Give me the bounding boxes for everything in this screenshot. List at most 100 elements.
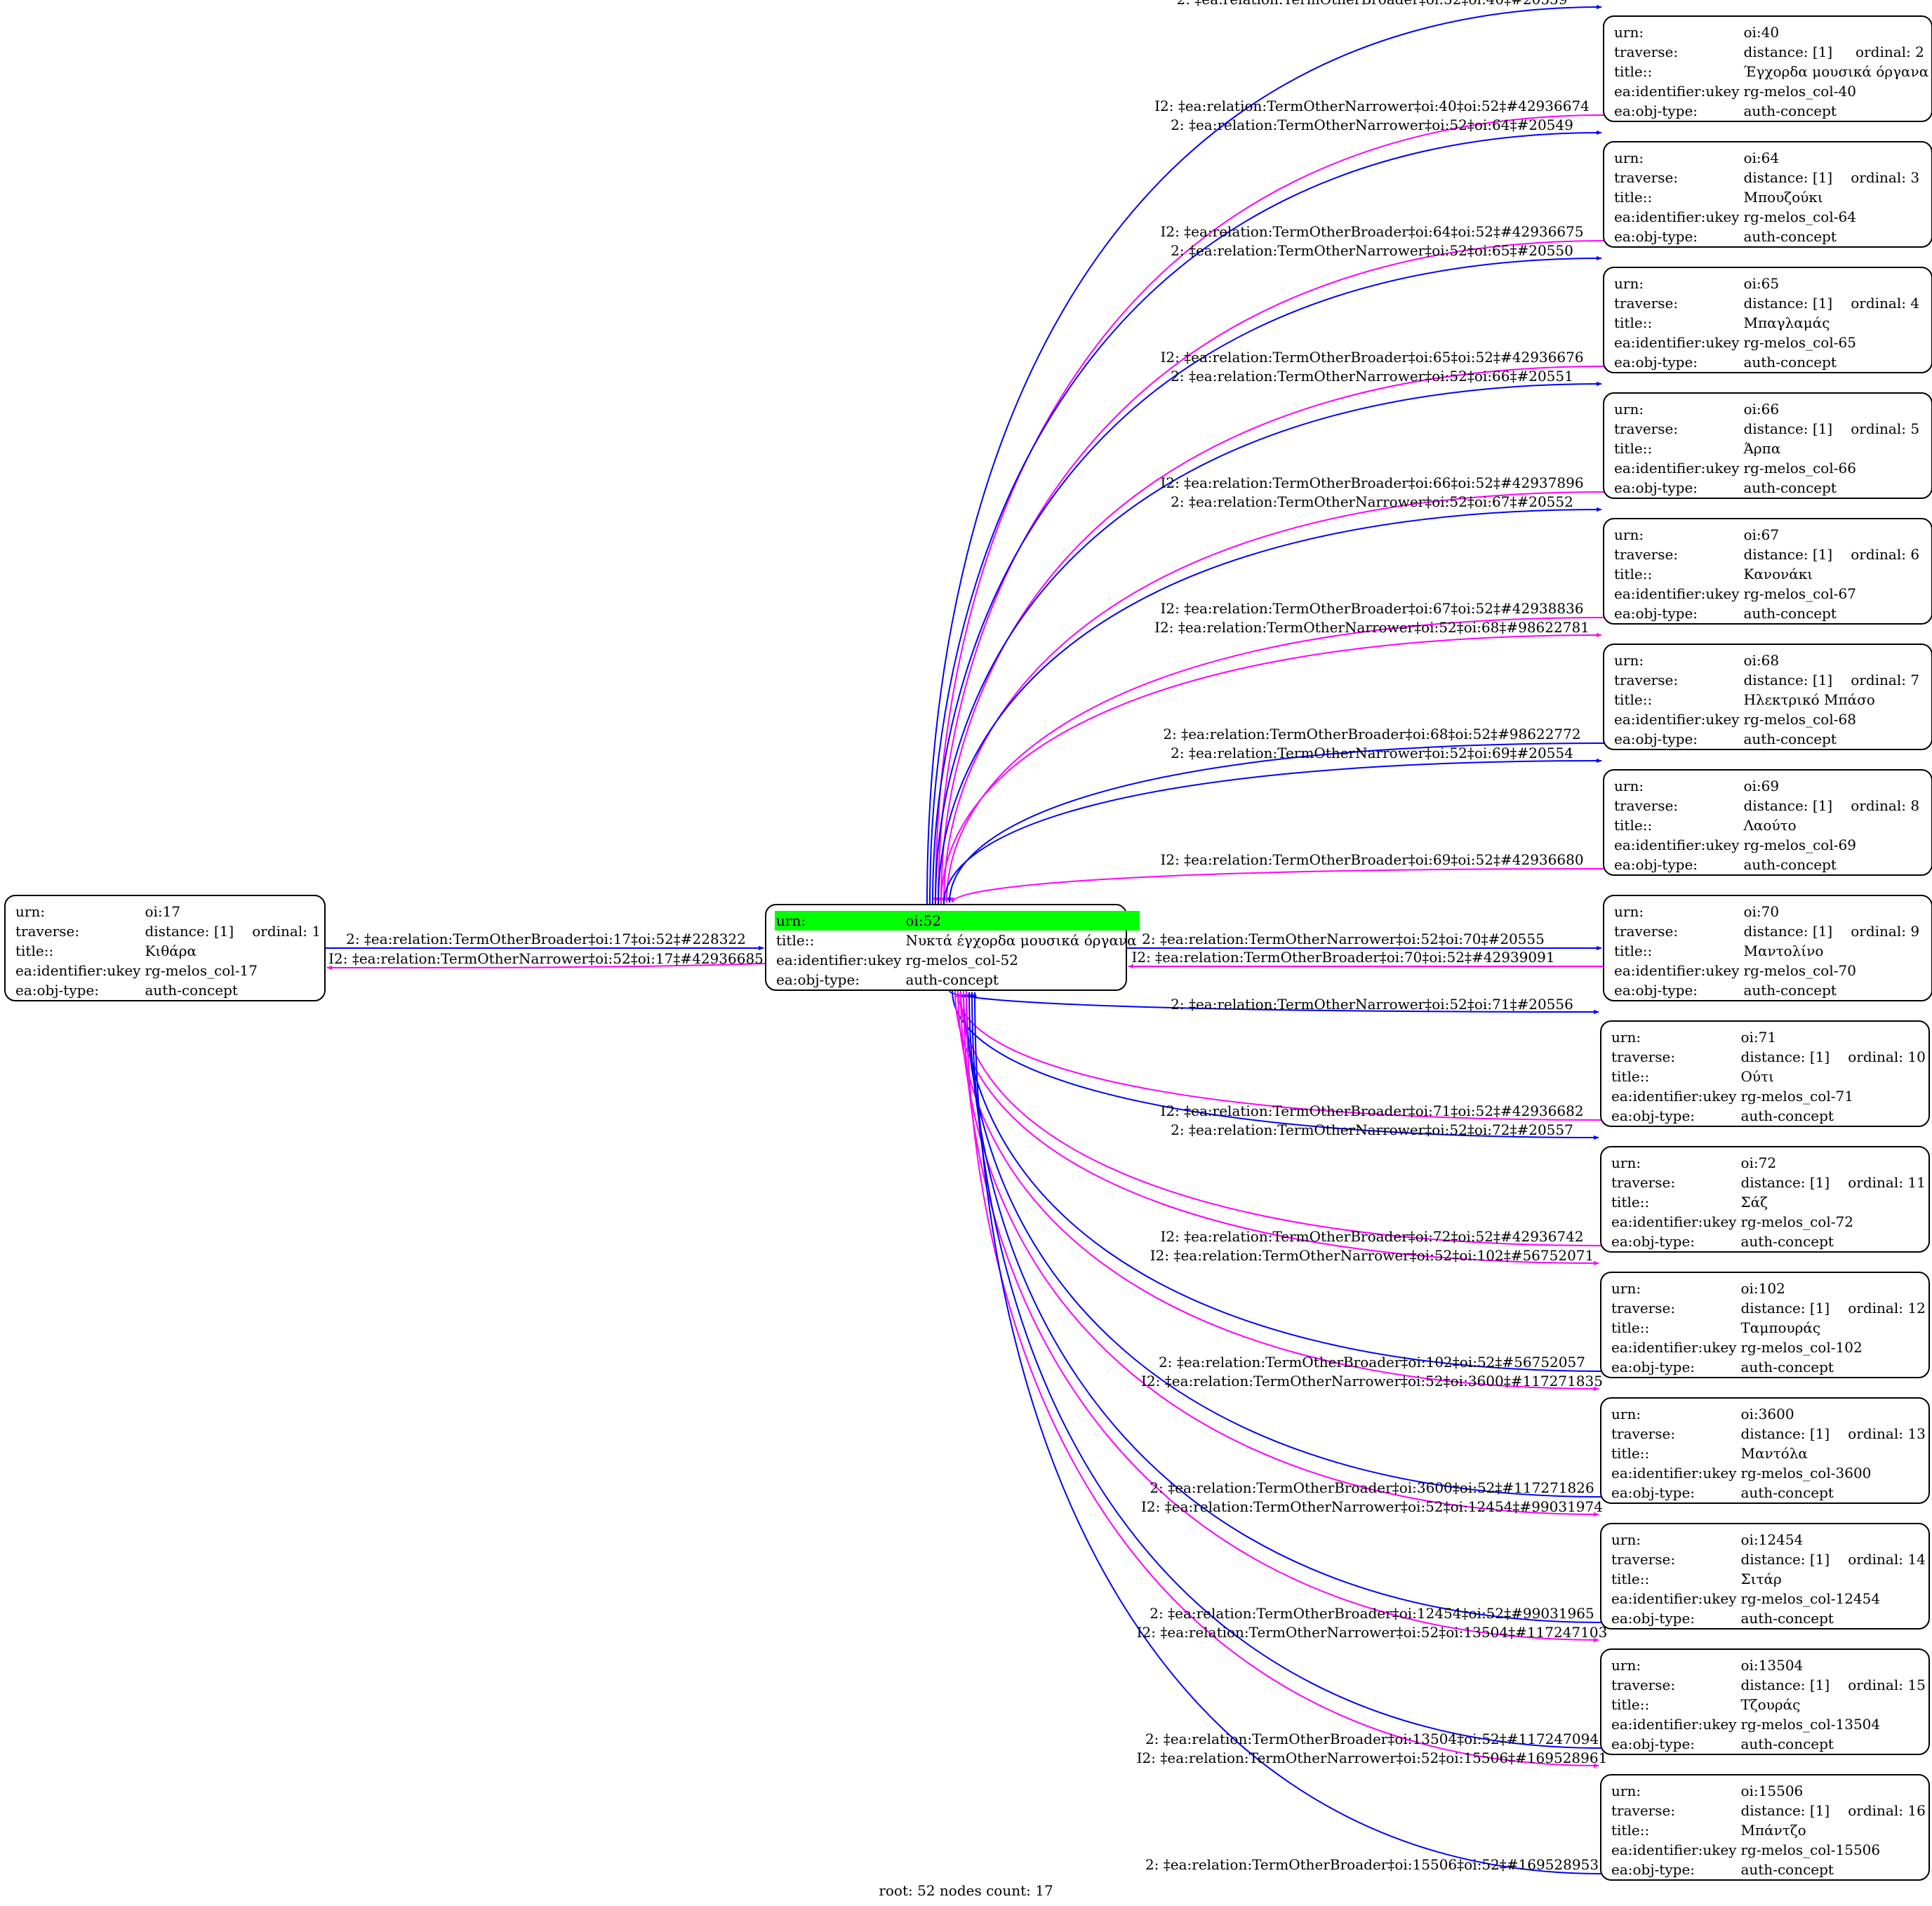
root-node-value: rg-melos_col-52 <box>905 952 1018 968</box>
node-field-value: Ταμπουράς <box>1740 1319 1821 1336</box>
node-field-key: ea:obj-type: <box>1614 856 1698 873</box>
edge-label: I2: ‡ea:relation:TermOtherNarrower‡oi:52… <box>1141 1498 1603 1515</box>
node-field-value: oi:70 <box>1743 903 1780 920</box>
node-field-key: ea:identifier:ukey <box>1614 962 1740 979</box>
node-field-key: traverse: <box>1611 1677 1676 1693</box>
node-field-key: urn: <box>1614 778 1644 794</box>
node-field-key: urn: <box>1614 149 1644 166</box>
edge-15506-to-52[interactable] <box>972 992 1602 1874</box>
edge-label: 2: ‡ea:relation:TermOtherBroader‡oi:3600… <box>1150 1479 1594 1496</box>
edge-52-to-17[interactable] <box>326 963 766 971</box>
node-field-key: ea:obj-type: <box>1614 605 1698 622</box>
node-row: title::Άρπα <box>1613 439 1922 458</box>
edge-label: I2: ‡ea:relation:TermOtherBroader‡oi:66‡… <box>1160 474 1583 491</box>
node-field-value: rg-melos_col-67 <box>1743 585 1856 602</box>
edge-label: 2: ‡ea:relation:TermOtherBroader‡oi:1350… <box>1145 1731 1599 1747</box>
node-field-value: auth-concept <box>1740 1359 1834 1375</box>
edge-label: 2: ‡ea:relation:TermOtherNarrower‡oi:52‡… <box>1171 242 1573 259</box>
edge-52-to-69[interactable] <box>943 758 1602 905</box>
edge-40-to-52[interactable] <box>933 114 1605 903</box>
root-node-key: ea:identifier:ukey <box>776 952 902 968</box>
edge-69-to-52[interactable] <box>950 868 1605 903</box>
edge-52-to-66[interactable] <box>935 381 1602 905</box>
edge-label: I2: ‡ea:relation:TermOtherNarrower‡oi:40… <box>1154 98 1590 114</box>
node-ordinal: ordinal: 16 <box>1848 1802 1926 1819</box>
node-field-key: title:: <box>1611 1571 1650 1587</box>
node-field-key: urn: <box>15 903 46 920</box>
edge-13504-to-52[interactable] <box>969 992 1602 1749</box>
edge-label: 2: ‡ea:relation:TermOtherNarrower‡oi:52‡… <box>1171 493 1573 510</box>
node-field-value: oi:71 <box>1740 1029 1777 1046</box>
node-field-key: traverse: <box>1611 1300 1676 1317</box>
node-field-value: auth-concept <box>1743 479 1837 496</box>
edge-67-to-52[interactable] <box>944 617 1605 903</box>
edge-102-to-52[interactable] <box>961 992 1602 1372</box>
node-field-value: auth-concept <box>1740 1107 1834 1124</box>
edge-label: I2: ‡ea:relation:TermOtherBroader‡oi:70‡… <box>1131 949 1554 966</box>
node-field-value: rg-melos_col-69 <box>1743 837 1856 853</box>
node-field-value: oi:72 <box>1740 1154 1777 1171</box>
node-field-key: title:: <box>1614 817 1653 834</box>
node-row: traverse:distance: [1]ordinal: 8 <box>1613 796 1922 815</box>
node-field-key: title:: <box>1614 691 1653 708</box>
edge-52-to-3600[interactable] <box>957 990 1599 1392</box>
node-field-value: oi:64 <box>1743 149 1780 166</box>
edge-72-to-52[interactable] <box>958 992 1602 1246</box>
node-field-key: ea:identifier:ukey <box>1611 1841 1737 1858</box>
node-ordinal: ordinal: 10 <box>1848 1048 1926 1065</box>
node-ordinal: ordinal: 1 <box>252 923 321 940</box>
node-field-value: distance: [1] <box>1740 1425 1830 1442</box>
edge-12454-to-52[interactable] <box>966 992 1602 1623</box>
edge-52-to-12454[interactable] <box>960 990 1599 1517</box>
edge-label: 2: ‡ea:relation:TermOtherNarrower‡oi:52‡… <box>1171 745 1573 761</box>
edge-52-to-67[interactable] <box>938 507 1602 905</box>
node-row: title::Μαντολίνο <box>1613 941 1922 961</box>
edge-68-to-52[interactable] <box>947 742 1605 903</box>
root-node-value: Νυκτά έγχορδα μουσικά όργανα <box>905 932 1137 949</box>
node-field-value: oi:102 <box>1740 1280 1785 1297</box>
edge-52-to-40[interactable] <box>926 4 1602 905</box>
edge-52-to-64[interactable] <box>929 130 1602 905</box>
node-field-key: traverse: <box>1611 1425 1676 1442</box>
edge-52-to-13504[interactable] <box>963 990 1599 1643</box>
root-node-row-ukey: ea:identifier:ukey rg-melos_col-52 <box>775 950 1140 970</box>
edge-label: 2: ‡ea:relation:TermOtherBroader‡oi:52‡o… <box>1176 0 1567 8</box>
edge-52-to-68[interactable] <box>940 632 1602 905</box>
node-field-key: urn: <box>1614 24 1644 41</box>
edge-66-to-52[interactable] <box>941 491 1605 903</box>
edge-52-to-15506[interactable] <box>966 990 1599 1768</box>
edge-64-to-52[interactable] <box>935 240 1605 903</box>
root-node-oi-52[interactable]: urn: oi:52 title:: Νυκτά έγχορδα μουσικά… <box>765 904 1140 991</box>
node-field-value: distance: [1] <box>1740 1048 1830 1065</box>
edge-52-to-65[interactable] <box>932 255 1602 905</box>
edge-65-to-52[interactable] <box>938 366 1605 903</box>
node-field-key: traverse: <box>1614 797 1679 814</box>
node-row: urn:oi:71 <box>1610 1027 1928 1047</box>
node-ordinal: ordinal: 13 <box>1848 1425 1926 1442</box>
node-field-key: traverse: <box>1614 923 1679 940</box>
node-field-value: Μπουζούκι <box>1743 189 1823 206</box>
